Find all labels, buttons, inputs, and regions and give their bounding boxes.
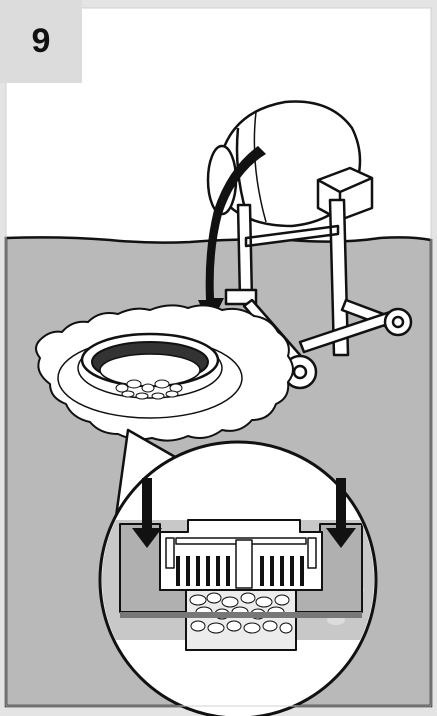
step-number: 9 [0,22,82,61]
step-number-box: 9 [0,0,82,83]
